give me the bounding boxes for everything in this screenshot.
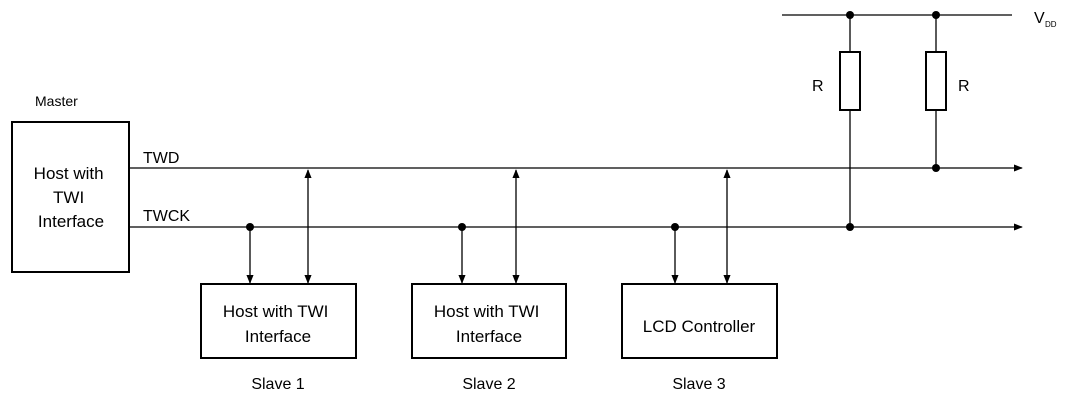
slave-3-caption: Slave 3 <box>672 376 725 393</box>
master-box-line-2: TWI <box>53 188 84 207</box>
vdd-subscript: DD <box>1045 20 1057 29</box>
slave-1-box-line-1: Host with TWI <box>223 302 328 321</box>
slave-1-box <box>200 283 357 359</box>
master-box-line-3: Interface <box>38 212 104 231</box>
master-box <box>11 121 130 273</box>
twd-label: TWD <box>143 150 179 167</box>
vdd-label: V <box>1034 10 1045 27</box>
resistor-2 <box>925 51 947 111</box>
slave-2-caption: Slave 2 <box>462 376 515 393</box>
resistor-1 <box>839 51 861 111</box>
twck-label: TWCK <box>143 208 190 225</box>
slave-1-caption: Slave 1 <box>251 376 304 393</box>
slave-2-box-line-2: Interface <box>456 327 522 346</box>
slave-2-box <box>411 283 567 359</box>
master-caption: Master <box>35 93 78 109</box>
resistor-1-label: R <box>812 78 824 95</box>
slave-1-box-line-2: Interface <box>245 327 311 346</box>
resistor-2-label: R <box>958 78 970 95</box>
slave-3-box <box>621 283 778 359</box>
slave-2-box-text: Host with TWI Interface <box>434 302 544 346</box>
master-box-line-1: Host with <box>34 164 104 183</box>
slave-3-box-line-1: LCD Controller <box>643 317 756 336</box>
slave-3-box-text: LCD Controller <box>643 317 756 336</box>
slave-2-box-line-1: Host with TWI <box>434 302 539 321</box>
slave-1-box-text: Host with TWI Interface <box>223 302 333 346</box>
master-box-text: Host with TWI Interface <box>34 164 109 231</box>
